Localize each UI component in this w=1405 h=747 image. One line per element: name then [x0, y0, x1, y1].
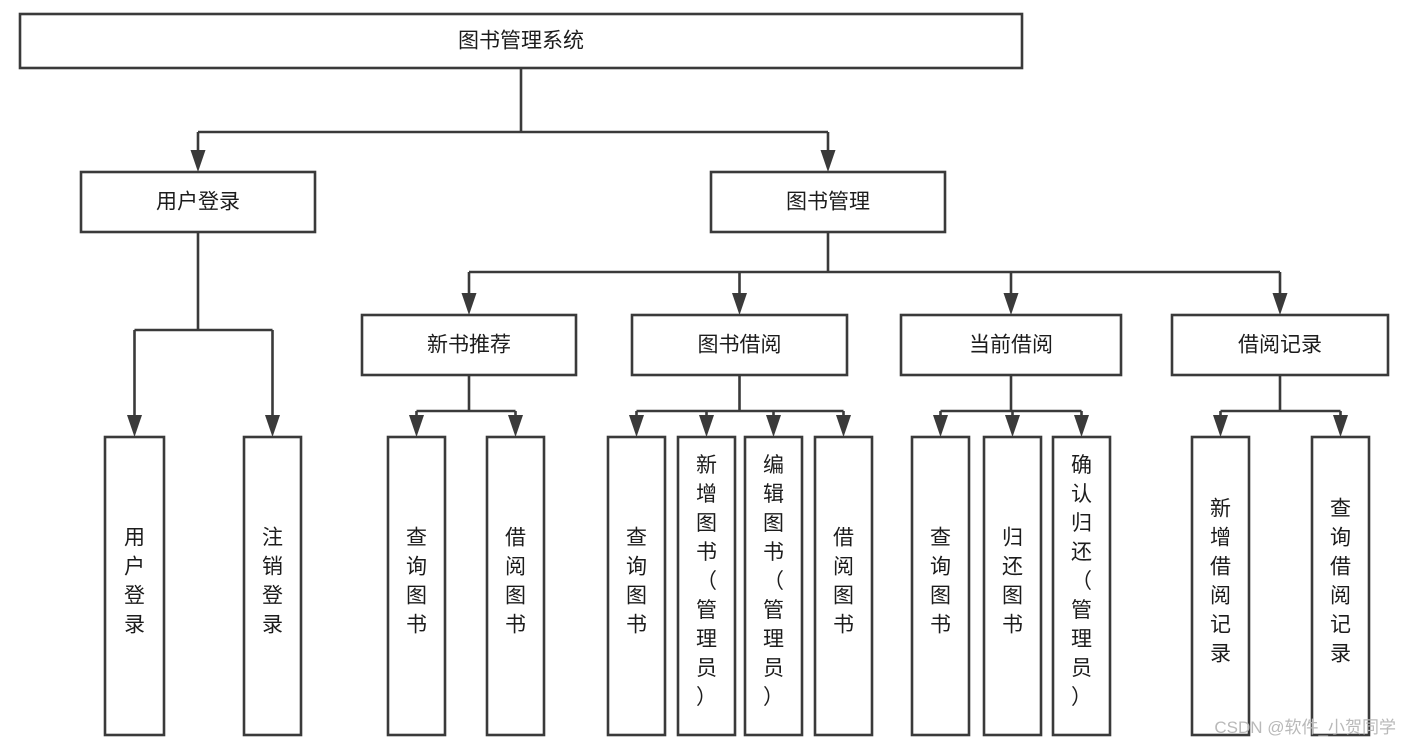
node-label: 查询图书	[930, 527, 951, 637]
arrow-head-icon	[836, 415, 851, 437]
csdn-watermark: CSDN @软件_小贺同学	[1214, 718, 1396, 737]
node-leaf-user-login[interactable]: 用户登录	[103, 435, 166, 737]
node-label: 图书管理系统	[458, 30, 584, 53]
arrow-head-icon	[766, 415, 781, 437]
arrow-head-icon	[699, 415, 714, 437]
arrow-head-icon	[820, 150, 836, 172]
arrow-head-icon	[409, 415, 424, 437]
node-box	[79, 170, 317, 234]
node-box	[1170, 313, 1390, 377]
node-box	[386, 435, 447, 737]
node-box	[899, 313, 1123, 377]
arrow-head-icon	[629, 415, 644, 437]
node-box	[606, 435, 667, 737]
node-label: 确认归还（管理员）	[1071, 454, 1092, 709]
node-root[interactable]: 图书管理系统	[18, 12, 1024, 70]
node-label: 新增图书（管理员）	[696, 454, 717, 709]
node-box	[1310, 435, 1371, 737]
node-label: 新书推荐	[427, 334, 511, 357]
node-box	[910, 435, 971, 737]
node-box	[360, 313, 578, 377]
node-box	[1051, 435, 1112, 737]
node-label: 查询图书	[406, 527, 427, 637]
node-label: 编辑图书（管理员）	[763, 454, 784, 709]
node-label: 用户登录	[156, 191, 240, 214]
arrow-head-icon	[933, 415, 948, 437]
arrow-head-icon	[1074, 415, 1089, 437]
node-leaf-query-book-borrow[interactable]: 查询图书	[606, 435, 667, 737]
node-leaf-edit-book-admin[interactable]: 编辑图书（管理员）	[743, 435, 804, 737]
arrow-head-icon	[508, 415, 523, 437]
node-leaf-logout-login[interactable]: 注销登录	[242, 435, 303, 737]
node-label: 注销登录	[262, 527, 283, 637]
arrow-head-icon	[1333, 415, 1348, 437]
node-label: 借阅记录	[1238, 334, 1322, 357]
node-box	[982, 435, 1043, 737]
node-book-management[interactable]: 图书管理	[709, 170, 947, 234]
node-new-book-recommend[interactable]: 新书推荐	[360, 313, 578, 377]
arrow-head-icon	[1213, 415, 1228, 437]
node-leaf-borrow-book-rec[interactable]: 借阅图书	[485, 435, 546, 737]
arrow-head-icon	[732, 293, 747, 315]
node-book-borrow[interactable]: 图书借阅	[630, 313, 849, 377]
node-label: 新增借阅记录	[1210, 498, 1231, 666]
node-leaf-query-book-current[interactable]: 查询图书	[910, 435, 971, 737]
nodes-layer: 图书管理系统用户登录图书管理新书推荐图书借阅当前借阅借阅记录用户登录注销登录查询…	[18, 12, 1390, 737]
arrow-head-icon	[127, 415, 142, 437]
node-box	[813, 435, 874, 737]
node-box	[709, 170, 947, 234]
node-leaf-add-borrow-record[interactable]: 新增借阅记录	[1190, 435, 1251, 737]
node-box	[18, 12, 1024, 70]
connectors-layer	[127, 68, 1348, 437]
node-leaf-query-borrow-record[interactable]: 查询借阅记录	[1310, 435, 1371, 737]
node-box	[1190, 435, 1251, 737]
node-label: 查询借阅记录	[1330, 498, 1351, 666]
node-label: 图书管理	[786, 191, 870, 214]
node-leaf-add-book-admin[interactable]: 新增图书（管理员）	[676, 435, 737, 737]
node-label: 查询图书	[626, 527, 647, 637]
node-label: 借阅图书	[833, 527, 854, 637]
node-label: 用户登录	[124, 527, 145, 637]
arrow-head-icon	[1003, 293, 1019, 315]
node-current-borrow[interactable]: 当前借阅	[899, 313, 1123, 377]
arrow-head-icon	[1005, 415, 1020, 437]
arrow-head-icon	[265, 415, 280, 437]
node-leaf-return-book[interactable]: 归还图书	[982, 435, 1043, 737]
node-leaf-query-book-rec[interactable]: 查询图书	[386, 435, 447, 737]
node-label: 借阅图书	[505, 527, 526, 637]
arrow-head-icon	[190, 150, 206, 172]
node-box	[485, 435, 546, 737]
node-leaf-confirm-return-admin[interactable]: 确认归还（管理员）	[1051, 435, 1112, 737]
node-label: 归还图书	[1002, 527, 1023, 637]
node-box	[630, 313, 849, 377]
node-box	[743, 435, 804, 737]
node-user-login[interactable]: 用户登录	[79, 170, 317, 234]
node-leaf-borrow-book[interactable]: 借阅图书	[813, 435, 874, 737]
node-label: 当前借阅	[969, 334, 1053, 357]
node-borrow-record[interactable]: 借阅记录	[1170, 313, 1390, 377]
node-box	[676, 435, 737, 737]
arrow-head-icon	[461, 293, 477, 315]
node-label: 图书借阅	[698, 334, 782, 357]
node-box	[242, 435, 303, 737]
node-box	[103, 435, 166, 737]
arrow-head-icon	[1272, 293, 1288, 315]
